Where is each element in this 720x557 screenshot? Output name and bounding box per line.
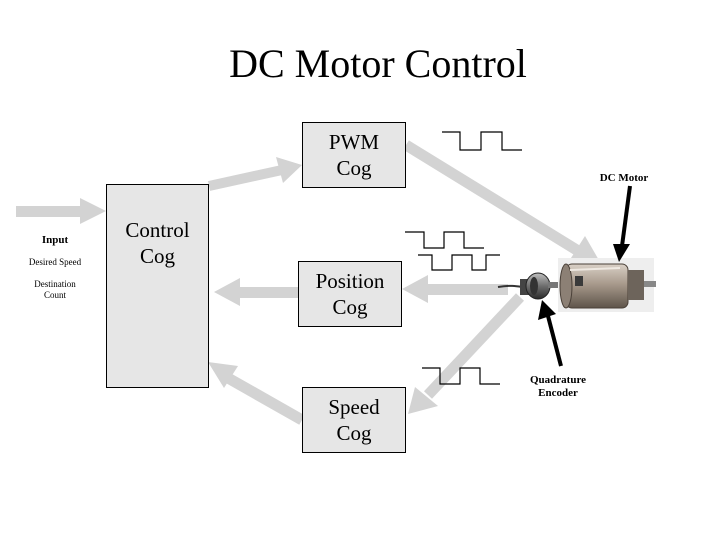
destination-count-label: Destination Count [10, 279, 100, 301]
position-cog-box: Position Cog [298, 261, 402, 327]
position-to-control-arrow [214, 278, 298, 306]
speed-cog-label-line2: Cog [336, 421, 372, 445]
destination-label-line2: Count [43, 290, 66, 300]
quadrature-waveform-b [418, 254, 500, 271]
destination-label-line1: Destination [34, 279, 76, 289]
encoder-to-position-arrow [402, 275, 508, 303]
pwm-waveform [442, 131, 522, 151]
encoder-cable [497, 284, 523, 288]
control-cog-box: Control Cog [106, 184, 209, 388]
speed-to-control-arrow [208, 362, 305, 425]
pwm-cog-box: PWM Cog [302, 122, 406, 188]
control-to-pwm-arrow [207, 157, 302, 191]
speed-waveform [422, 367, 500, 385]
dc-motor-pointer [613, 185, 632, 262]
desired-speed-label: Desired Speed [28, 257, 82, 267]
slide-title: DC Motor Control [229, 41, 527, 86]
pwm-cog-label-line1: PWM [328, 130, 380, 154]
encoder-to-speed-arrow [408, 293, 525, 414]
input-heading: Input [41, 234, 69, 246]
dc-motor-image [558, 258, 656, 312]
position-cog-label-line2: Cog [332, 295, 368, 319]
encoder-label-line2: Encoder [538, 387, 578, 399]
control-cog-label-line1: Control [125, 218, 190, 242]
dc-motor-label: DC Motor [599, 172, 649, 184]
pwm-to-motor-arrow [403, 140, 600, 262]
encoder-label-line1: Quadrature [529, 374, 587, 386]
control-cog-label-line2: Cog [139, 244, 175, 268]
speed-cog-label-line1: Speed [328, 395, 380, 419]
input-arrow [16, 198, 106, 224]
pwm-cog-label-line2: Cog [336, 156, 372, 180]
encoder-pointer [538, 300, 563, 367]
quadrature-waveform-a [405, 231, 484, 249]
quadrature-encoder-image [520, 272, 562, 300]
quadrature-encoder-label: Quadrature Encoder [510, 374, 606, 400]
speed-cog-box: Speed Cog [302, 387, 406, 453]
position-cog-label-line1: Position [315, 269, 385, 293]
